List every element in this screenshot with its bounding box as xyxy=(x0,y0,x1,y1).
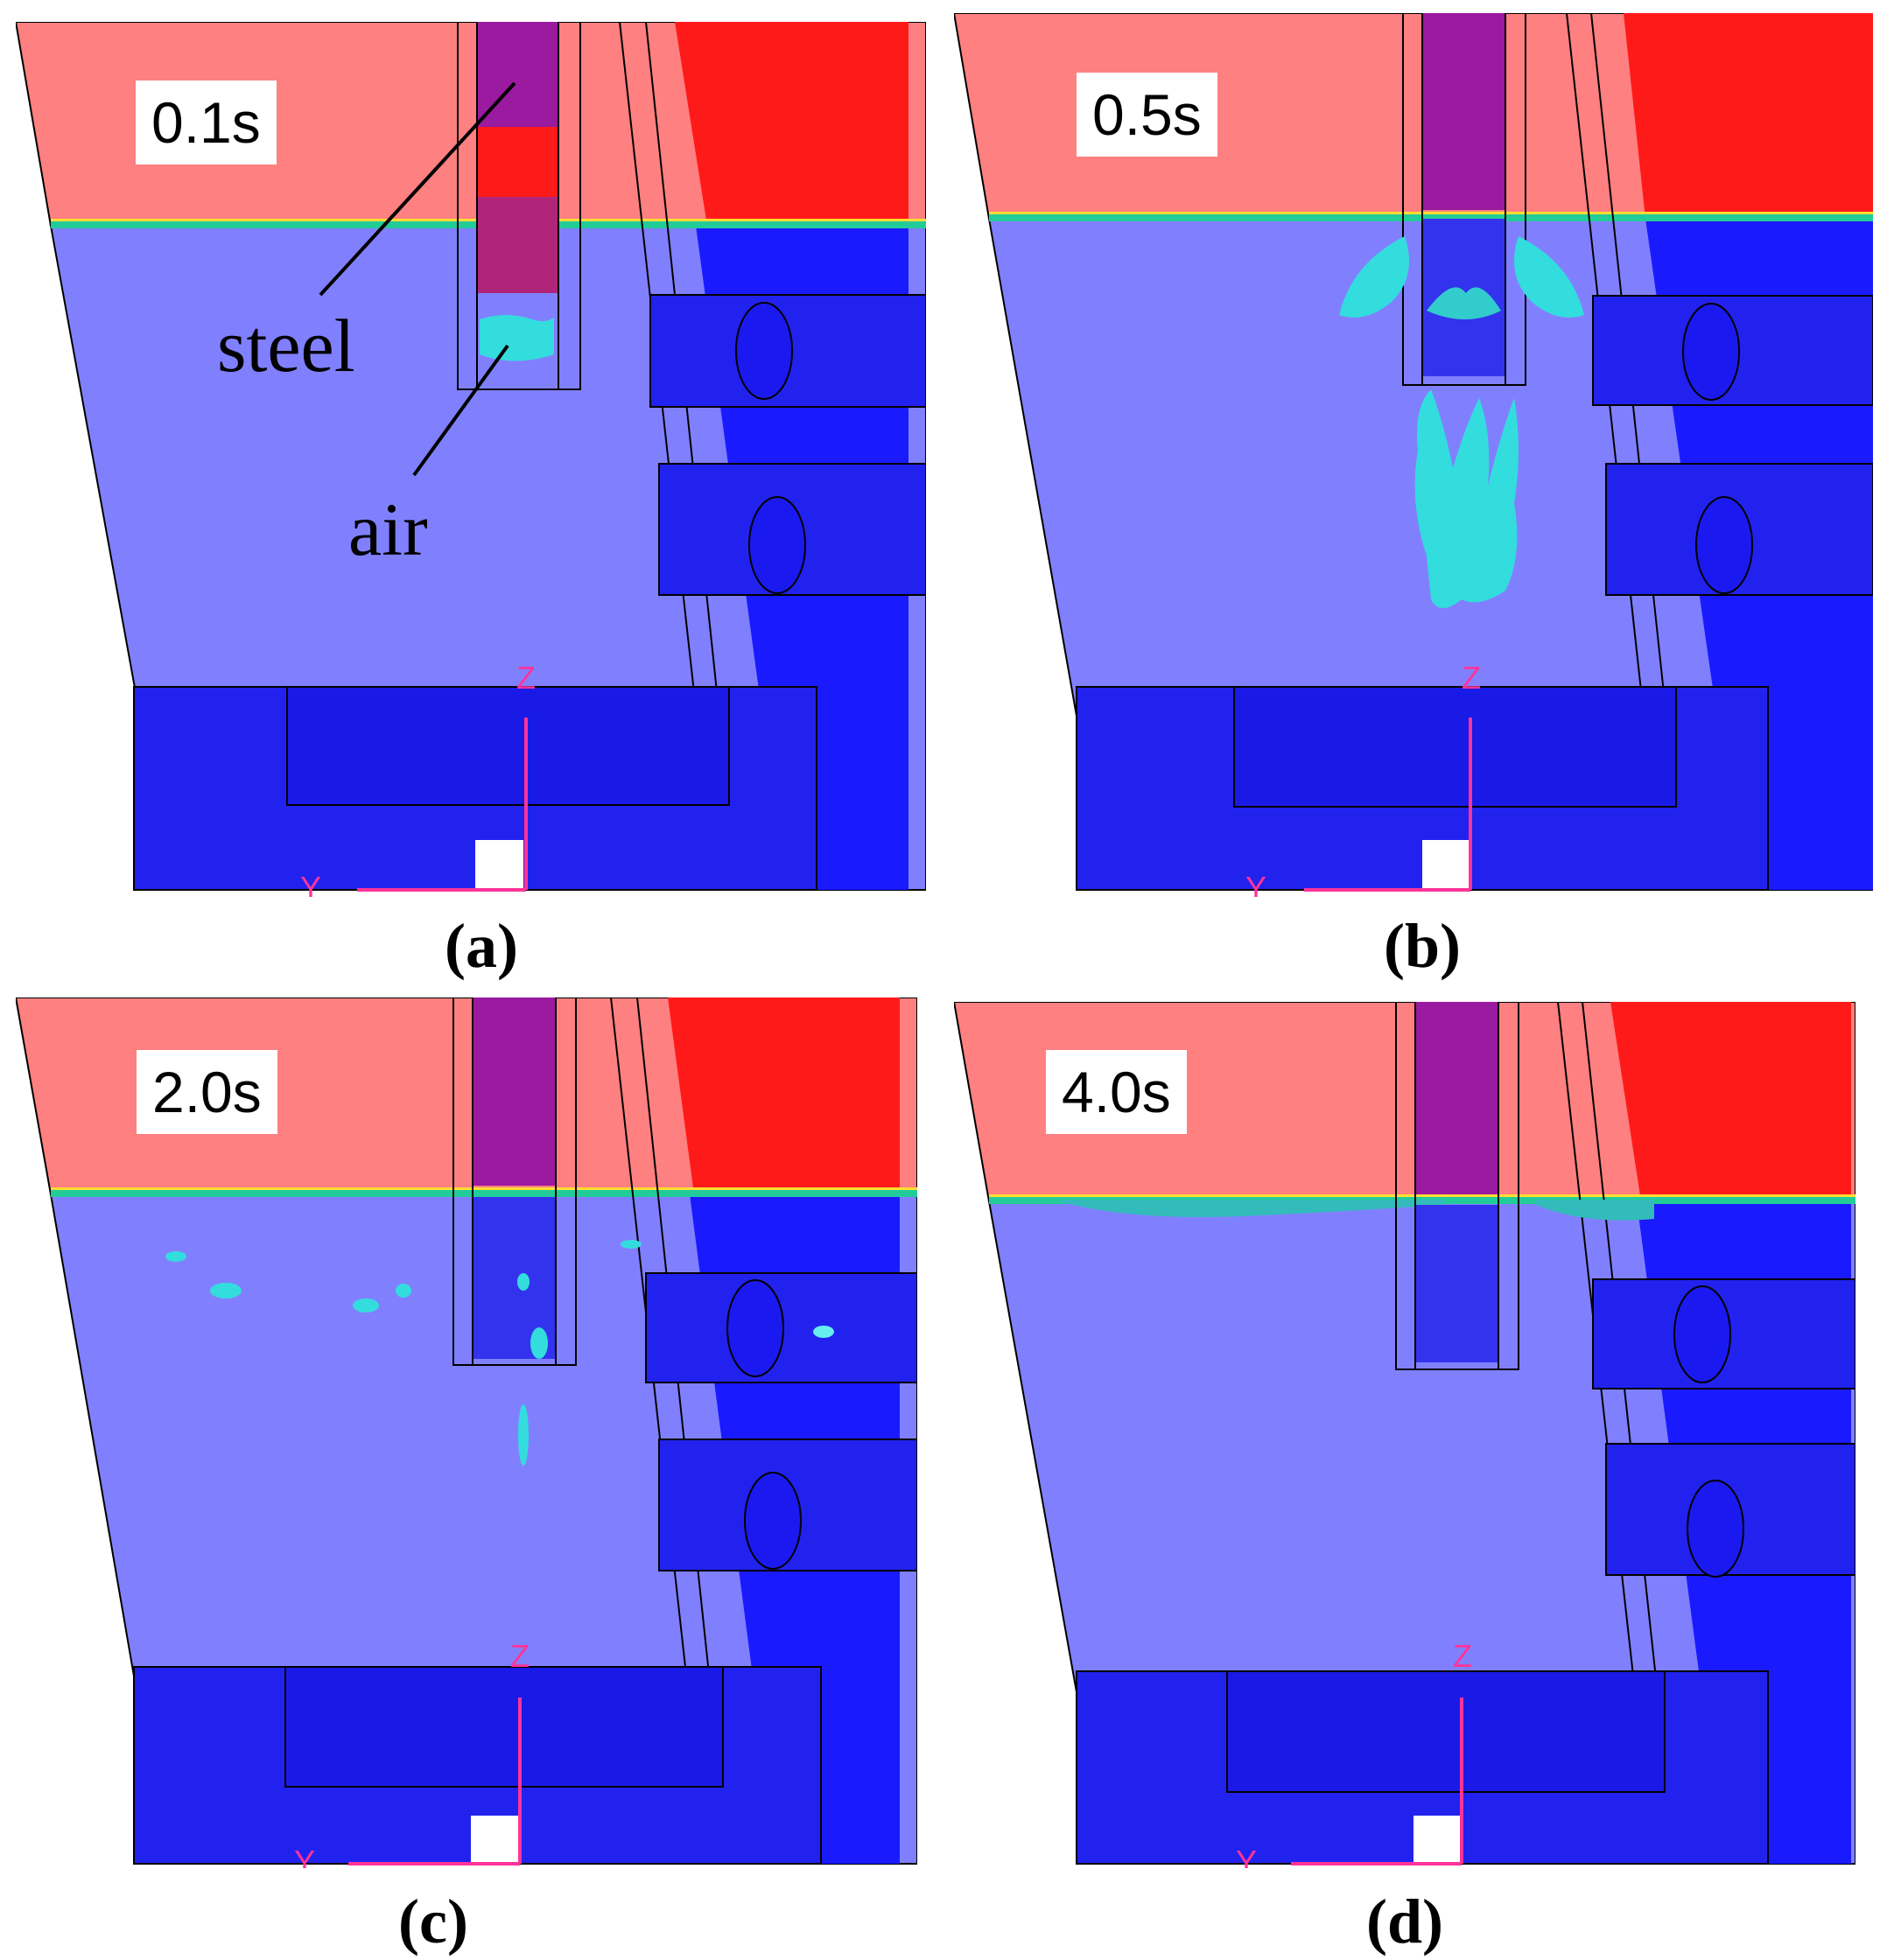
air-leader-line xyxy=(412,344,509,477)
panel-d-scene: Z Y xyxy=(954,1002,1855,1868)
steel-leader-line xyxy=(319,81,516,297)
axis-y-label: Y xyxy=(300,870,321,897)
panel-b-scene: Z Y xyxy=(954,13,1873,897)
panel-d: Z Y 4.0s xyxy=(954,1002,1855,1868)
axis-z-label: Z xyxy=(1462,660,1481,696)
panel-c-scene: Z Y xyxy=(16,998,917,1868)
axis-y-label: Y xyxy=(1236,1844,1257,1868)
time-label: 0.1s xyxy=(136,80,277,164)
air-annotation: air xyxy=(348,487,428,571)
steel-annotation: steel xyxy=(217,304,355,388)
axis-y-label: Y xyxy=(294,1844,315,1868)
panel-c-caption: (c) xyxy=(398,1886,468,1956)
time-label: 4.0s xyxy=(1046,1050,1187,1134)
axis-z-label: Z xyxy=(516,660,536,696)
panel-b: Z Y 0.5s xyxy=(954,13,1873,897)
axis-y-label: Y xyxy=(1245,870,1266,897)
time-label: 2.0s xyxy=(137,1050,277,1134)
time-label: 0.5s xyxy=(1077,73,1217,157)
panel-d-caption: (d) xyxy=(1366,1886,1443,1956)
panel-b-caption: (b) xyxy=(1384,911,1461,981)
panel-a-scene: Z Y xyxy=(16,22,926,897)
panel-a-caption: (a) xyxy=(445,911,518,981)
panel-a: Z Y 0.1s steel air xyxy=(16,22,926,897)
axis-z-label: Z xyxy=(1453,1638,1472,1674)
panel-c: Z Y 2.0s xyxy=(16,998,917,1868)
axis-z-label: Z xyxy=(510,1638,530,1674)
